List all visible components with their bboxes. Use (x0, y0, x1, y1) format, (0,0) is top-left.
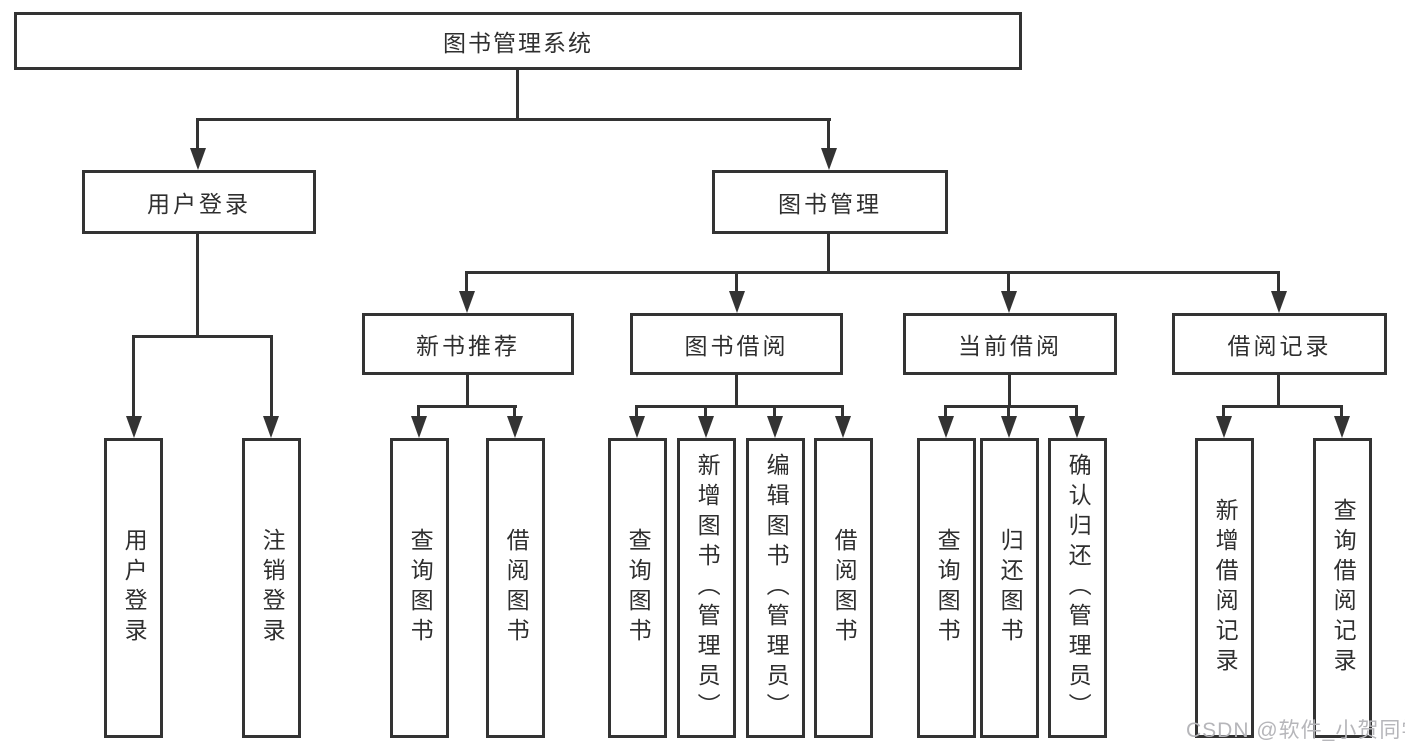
node-book-management: 图书管理 (712, 170, 948, 234)
connector-level3-bar (465, 271, 1280, 274)
connector-leaf-drop (1222, 405, 1225, 418)
connector-current-leaves-bar (944, 405, 1078, 408)
connector-level3-drop (735, 271, 738, 293)
node-user-login: 用户登录 (82, 170, 316, 234)
leaf-borrowing-borrow-book: 借阅图书 (814, 438, 873, 738)
node-label: 新书推荐 (416, 333, 520, 359)
node-label: 图书借阅 (684, 333, 789, 359)
node-label: 用户登录 (147, 191, 251, 217)
arrow-down-icon (938, 416, 954, 438)
connector-login-leaves-bar (132, 335, 273, 338)
leaf-records-query-record: 查询借阅记录 (1313, 438, 1372, 738)
leaf-label: 新增借阅记录 (1212, 498, 1239, 678)
leaf-current-query-books: 查询图书 (917, 438, 976, 738)
arrow-down-icon (1334, 416, 1350, 438)
leaf-current-return-book: 归还图书 (980, 438, 1039, 738)
arrow-down-icon (835, 416, 851, 438)
arrow-down-icon (190, 148, 206, 170)
leaf-newbooks-query-books: 查询图书 (390, 438, 449, 738)
connector-records-leaves-bar (1222, 405, 1343, 408)
connector-login-stub (196, 233, 199, 338)
connector-leaf-drop (635, 405, 638, 418)
leaf-label: 编辑图书（管理员） (763, 453, 790, 723)
arrow-down-icon (126, 416, 142, 438)
connector-leaf-drop (270, 335, 273, 418)
arrow-down-icon (629, 416, 645, 438)
node-current-borrowing: 当前借阅 (903, 313, 1117, 375)
arrow-down-icon (1216, 416, 1232, 438)
node-library-system: 图书管理系统 (14, 12, 1022, 70)
arrow-down-icon (1001, 416, 1017, 438)
leaf-label: 新增图书（管理员） (694, 453, 721, 723)
arrow-down-icon (1271, 291, 1287, 313)
node-label: 当前借阅 (958, 333, 1062, 359)
leaf-label: 确认归还（管理员） (1065, 453, 1092, 723)
leaf-label: 借阅图书 (503, 528, 530, 648)
leaf-borrowing-add-book-admin: 新增图书（管理员） (677, 438, 736, 738)
connector-current-stub (1008, 374, 1011, 407)
connector-newbooks-stub (466, 374, 469, 407)
leaf-logout: 注销登录 (242, 438, 301, 738)
arrow-down-icon (698, 416, 714, 438)
watermark: CSDN @软件_小贺同学 (1186, 719, 1405, 742)
arrow-down-icon (263, 416, 279, 438)
leaf-label: 查询图书 (934, 528, 961, 648)
leaf-label: 查询图书 (625, 528, 652, 648)
leaf-user-login: 用户登录 (104, 438, 163, 738)
connector-root-stub (516, 70, 519, 120)
connector-leaf-drop (1075, 405, 1078, 418)
arrow-down-icon (411, 416, 427, 438)
leaf-borrowing-edit-book-admin: 编辑图书（管理员） (746, 438, 805, 738)
arrow-down-icon (821, 148, 837, 170)
connector-management-stub (827, 233, 830, 273)
node-new-book-recommendation: 新书推荐 (362, 313, 574, 375)
leaf-borrowing-query-books: 查询图书 (608, 438, 667, 738)
connector-leaf-drop (417, 405, 420, 418)
leaf-label: 借阅图书 (831, 528, 858, 648)
arrow-down-icon (459, 291, 475, 313)
leaf-newbooks-borrow-book: 借阅图书 (486, 438, 545, 738)
connector-leaf-drop (704, 405, 707, 418)
leaf-label: 注销登录 (259, 528, 286, 648)
connector-borrowing-leaves-bar (635, 405, 844, 408)
arrow-down-icon (767, 416, 783, 438)
leaf-label: 查询图书 (407, 528, 434, 648)
connector-leaf-drop (944, 405, 947, 418)
arrow-down-icon (507, 416, 523, 438)
connector-records-stub (1277, 374, 1280, 407)
arrow-down-icon (1069, 416, 1085, 438)
arrow-down-icon (729, 291, 745, 313)
connector-leaf-drop (132, 335, 135, 418)
leaf-label: 归还图书 (997, 528, 1024, 648)
leaf-label: 查询借阅记录 (1330, 498, 1357, 678)
connector-leaf-drop (1340, 405, 1343, 418)
connector-leaf-drop (841, 405, 844, 418)
connector-login-drop (196, 118, 199, 151)
node-label: 借阅记录 (1227, 333, 1332, 359)
connector-newbooks-leaves-bar (417, 405, 517, 408)
connector-leaf-drop (513, 405, 516, 418)
connector-borrowing-stub (735, 374, 738, 407)
connector-leaf-drop (773, 405, 776, 418)
node-label: 图书管理系统 (443, 30, 593, 56)
connector-level3-drop (1277, 271, 1280, 293)
connector-leaf-drop (1007, 405, 1010, 418)
node-book-borrowing: 图书借阅 (630, 313, 843, 375)
node-label: 图书管理 (778, 191, 882, 217)
connector-level3-drop (465, 271, 468, 293)
connector-management-drop (827, 118, 830, 151)
leaf-label: 用户登录 (121, 528, 148, 648)
leaf-current-confirm-return-admin: 确认归还（管理员） (1048, 438, 1107, 738)
leaf-records-add-record: 新增借阅记录 (1195, 438, 1254, 738)
node-borrowing-records: 借阅记录 (1172, 313, 1387, 375)
connector-level2-bar (196, 118, 831, 121)
arrow-down-icon (1001, 291, 1017, 313)
connector-level3-drop (1007, 271, 1010, 293)
